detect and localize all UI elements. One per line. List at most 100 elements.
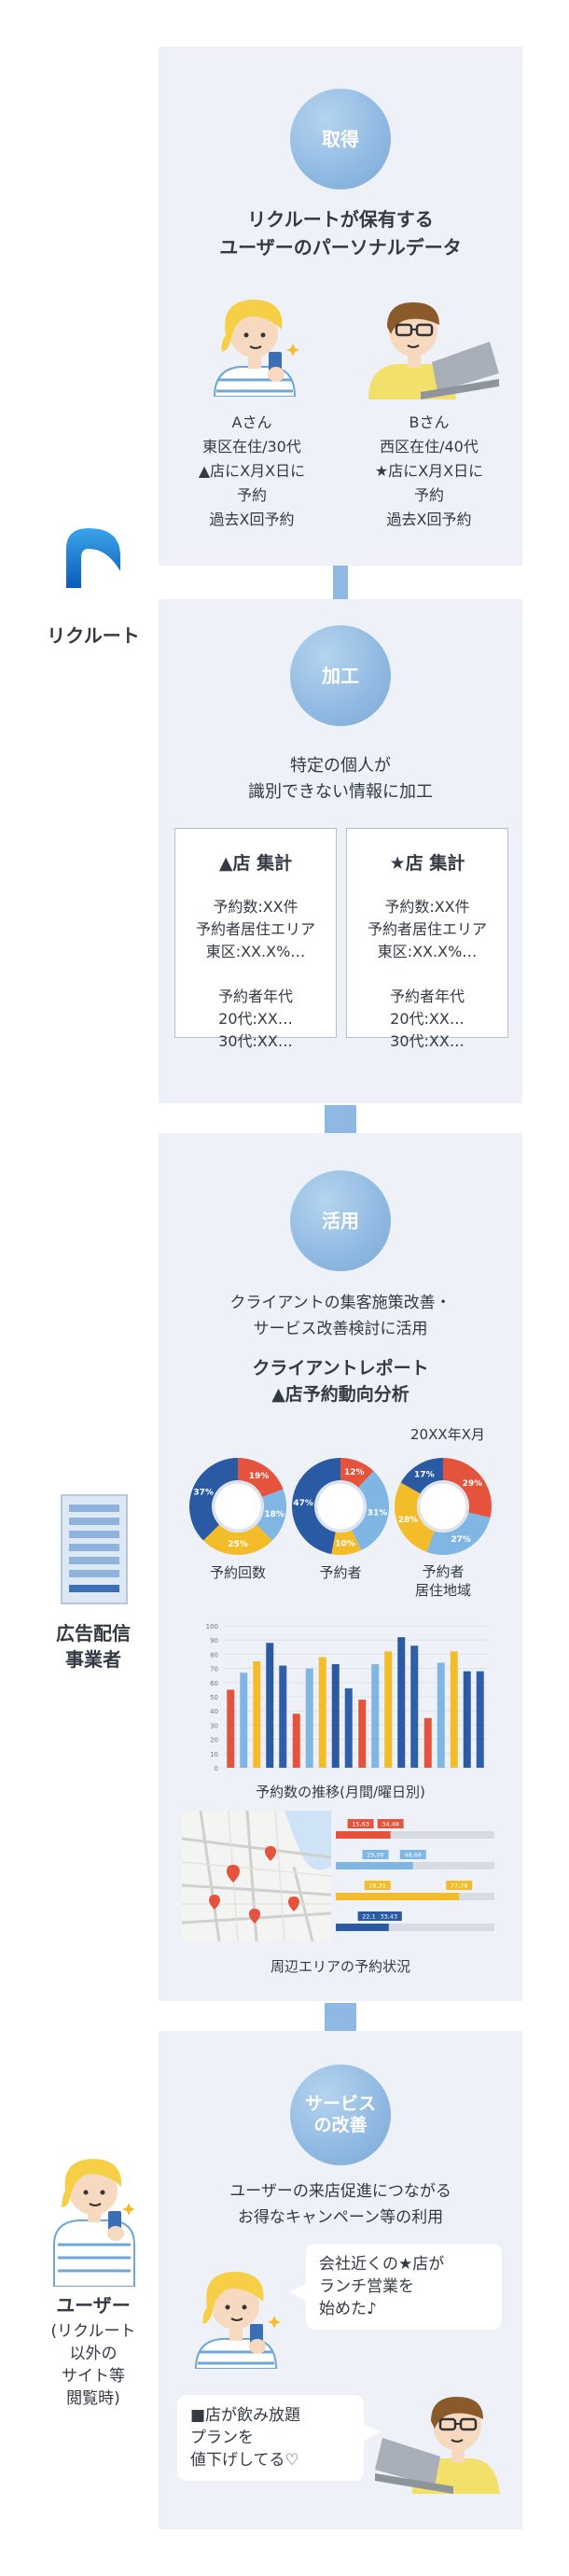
user-label: ユーザー bbox=[56, 2294, 131, 2317]
summary-doc-1-body: 予約数:XX件 予約者居住エリア 東区:XX.X%… 予約者年代 20代:XX…… bbox=[195, 898, 315, 1050]
bar-y-tick: 50 bbox=[210, 1694, 218, 1701]
bubble-1-tail bbox=[289, 2283, 308, 2302]
step2-circle: 加工 bbox=[290, 625, 391, 726]
person-b-text: Bさん 西区在住/40代 ★店にX月X日に 予約 過去X回予約 bbox=[374, 413, 484, 528]
bar bbox=[227, 1689, 235, 1768]
step2-panel: 加工 特定の個人が 識別できない情報に加工 ▲店 集計 予約数:XX件 予約者居… bbox=[159, 599, 522, 1103]
bar-y-tick: 10 bbox=[210, 1751, 218, 1758]
bar bbox=[240, 1673, 248, 1768]
hbar-marker bbox=[364, 1881, 391, 1890]
bar bbox=[371, 1664, 380, 1768]
bar-y-tick: 40 bbox=[210, 1708, 218, 1715]
hbar-marker-label: 77,78 bbox=[451, 1883, 468, 1890]
bar bbox=[397, 1637, 406, 1768]
bar-y-tick: 100 bbox=[206, 1623, 218, 1631]
map-caption: 周辺エリアの予約状況 bbox=[270, 1958, 410, 1975]
donut-2-slice bbox=[340, 1458, 374, 1488]
donut-1-slice-label: 37% bbox=[193, 1489, 214, 1498]
donut-3-slice bbox=[395, 1482, 435, 1552]
donut-3-slice bbox=[426, 1512, 491, 1555]
hbar-fill bbox=[336, 1831, 391, 1839]
hbar-marker bbox=[362, 1850, 389, 1859]
bar-y-tick: 70 bbox=[210, 1666, 218, 1673]
recruit-logo bbox=[61, 525, 126, 590]
hbar-marker bbox=[375, 1911, 402, 1921]
user-b-illustration bbox=[375, 2363, 515, 2494]
summary-doc-2: ★店 集計 予約数:XX件 予約者居住エリア 東区:XX.X%… 予約者年代 2… bbox=[346, 828, 508, 1050]
step2-heading: 特定の個人が 識別できない情報に加工 bbox=[248, 756, 433, 802]
user-note: (リクルート 以外の サイト等 閲覧時) bbox=[50, 2322, 136, 2408]
hbar-marker-label: 25,00 bbox=[367, 1852, 384, 1859]
donut-1-hole bbox=[212, 1480, 264, 1533]
donut-1-slice-label: 18% bbox=[264, 1510, 284, 1519]
bar bbox=[358, 1700, 367, 1768]
hbar-fill bbox=[336, 1862, 413, 1869]
step3-circle: 活用 bbox=[290, 1170, 391, 1271]
speech-bubble-1: 会社近くの★店が ランチ営業を 始めた♪ bbox=[306, 2244, 502, 2330]
donut-2-slice bbox=[351, 1471, 389, 1551]
hbar-marker-label: 15,63 bbox=[352, 1821, 369, 1828]
donut-2-slice-label: 31% bbox=[368, 1508, 388, 1518]
user-avatar-icon bbox=[37, 2142, 149, 2288]
person-a-illustration bbox=[194, 275, 315, 398]
step4-circle: サービス の改善 bbox=[290, 2065, 391, 2165]
donut-3-slice-label: 27% bbox=[451, 1535, 471, 1545]
person-b-illustration bbox=[359, 269, 499, 399]
bar bbox=[437, 1662, 445, 1768]
hbar-marker bbox=[446, 1881, 473, 1890]
donut-1-slice-label: 25% bbox=[228, 1540, 248, 1549]
hbar-marker-label: 26,31 bbox=[368, 1883, 386, 1890]
donut-3-slice-label: 29% bbox=[463, 1479, 483, 1489]
hbar-marker bbox=[399, 1850, 426, 1859]
bar-y-tick: 80 bbox=[210, 1651, 218, 1659]
bar bbox=[331, 1664, 340, 1768]
donut-3-slice-label: 28% bbox=[398, 1516, 419, 1525]
hbar-marker bbox=[377, 1819, 404, 1828]
donut-3-slice-label: 17% bbox=[414, 1470, 435, 1479]
hbar-marker-label: 33,43 bbox=[381, 1913, 398, 1921]
summary-doc-1: ▲店 集計 予約数:XX件 予約者居住エリア 東区:XX.X%… 予約者年代 2… bbox=[174, 828, 337, 1050]
step4-heading: ユーザーの来店促進につながる お得なキャンペーン等の利用 bbox=[229, 2182, 451, 2227]
donut-1-title: 予約回数 bbox=[209, 1564, 266, 1581]
bar-chart-caption: 予約数の推移(月間/曜日別) bbox=[256, 1784, 425, 1800]
donut-1-slice-label: 19% bbox=[249, 1472, 270, 1481]
step1-heading: リクルートが保有する ユーザーのパーソナルデータ bbox=[219, 208, 462, 259]
report-title: クライアントレポート ▲店予約動向分析 bbox=[252, 1358, 429, 1405]
donut-charts: 19%18%25%37%12%31%10%47%29%27%28%17% bbox=[189, 1458, 492, 1555]
summary-doc-1-title: ▲店 集計 bbox=[218, 853, 293, 874]
hbar-track bbox=[336, 1924, 494, 1931]
bar bbox=[384, 1651, 393, 1768]
donut-2-slice-label: 47% bbox=[293, 1499, 313, 1508]
donut-2-slice bbox=[292, 1458, 340, 1555]
bar bbox=[318, 1657, 326, 1768]
bar bbox=[279, 1665, 287, 1768]
donut-1-slice bbox=[202, 1524, 273, 1555]
bar-y-tick: 30 bbox=[210, 1722, 218, 1729]
donut-2-hole bbox=[314, 1480, 367, 1533]
bar-y-tick: 0 bbox=[215, 1765, 218, 1772]
ad-server-label: 広告配信 事業者 bbox=[56, 1622, 131, 1671]
hbar-track bbox=[336, 1862, 494, 1869]
ad-server-icon bbox=[60, 1493, 129, 1605]
hbar-marker-label: 48,68 bbox=[404, 1852, 422, 1859]
bar bbox=[410, 1645, 419, 1768]
hbar-marker-label: 34,48 bbox=[382, 1821, 399, 1828]
bar-y-tick: 60 bbox=[210, 1680, 218, 1687]
bubble-2-tail bbox=[362, 2423, 381, 2442]
step3-heading: クライアントの集客施策改善・ サービス改善検討に活用 bbox=[229, 1294, 451, 1338]
speech-bubble-2: ■店が飲み放題 プランを 値下げしてる♡ bbox=[177, 2395, 364, 2481]
hbar-fill bbox=[336, 1924, 389, 1931]
donut-3-slice bbox=[443, 1458, 492, 1519]
bar bbox=[423, 1717, 432, 1768]
donut-3-slice bbox=[400, 1458, 443, 1494]
hbar-marker-label: 22,11 bbox=[362, 1913, 380, 1921]
user-a-illustration bbox=[179, 2247, 291, 2370]
bar bbox=[450, 1651, 458, 1768]
summary-doc-2-title: ★店 集計 bbox=[389, 853, 465, 874]
hbar-track bbox=[336, 1831, 494, 1839]
summary-doc-2-body: 予約数:XX件 予約者居住エリア 東区:XX.X%… 予約者年代 20代:XX…… bbox=[367, 898, 487, 1050]
donut-1-slice bbox=[238, 1458, 284, 1498]
bar bbox=[292, 1714, 300, 1768]
